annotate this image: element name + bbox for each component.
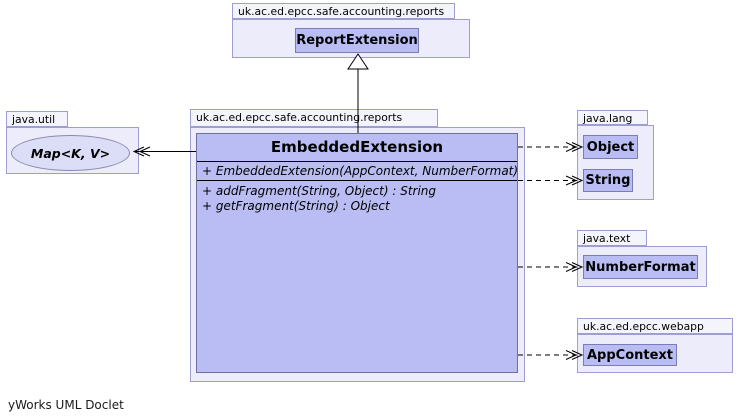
edge-dependency-app-context [518,350,584,360]
package-tab-java-lang[interactable]: java.lang [577,110,648,125]
package-name-label: java.text [583,232,631,245]
interface-map[interactable]: Map<K, V> [11,135,130,171]
package-tab-reports-main[interactable]: uk.ac.ed.epcc.safe.accounting.reports [190,109,438,127]
package-name-label: java.util [12,113,56,126]
class-name-label: NumberFormat [585,259,696,275]
class-name-label: Object [586,139,635,155]
method-row-add-fragment[interactable]: + addFragment(String, Object) : String [202,184,437,198]
class-string[interactable]: String [583,169,633,192]
methods-section: + addFragment(String, Object) : String +… [197,181,517,214]
class-name-label: ReportExtension [296,33,418,48]
package-tab-java-util[interactable]: java.util [6,111,68,127]
package-tab-java-text[interactable]: java.text [577,230,647,246]
package-name-label: uk.ac.ed.epcc.safe.accounting.reports [196,111,403,124]
class-name-label: String [585,173,631,188]
package-tab-reports-top[interactable]: uk.ac.ed.epcc.safe.accounting.reports [232,3,455,19]
package-name-label: java.lang [583,112,633,125]
interface-name-label: Map<K, V> [30,145,111,161]
class-name-label: AppContext [586,347,674,363]
class-embedded-extension[interactable]: EmbeddedExtension + EmbeddedExtension(Ap… [196,133,518,373]
class-app-context[interactable]: AppContext [583,344,677,366]
class-name-label: EmbeddedExtension [197,134,517,162]
class-object[interactable]: Object [583,135,638,159]
class-number-format[interactable]: NumberFormat [583,255,698,279]
edge-dependency-number-format [518,262,584,272]
edge-dependency-string [518,175,584,186]
constructor-row[interactable]: + EmbeddedExtension(AppContext, NumberFo… [197,162,518,181]
edge-dependency-map [132,146,196,157]
package-tab-webapp[interactable]: uk.ac.ed.epcc.webapp [577,318,733,334]
ywork-doclet-watermark: yWorks UML Doclet [8,398,124,412]
edge-dependency-object [518,142,584,152]
package-name-label: uk.ac.ed.epcc.webapp [583,320,704,333]
package-name-label: uk.ac.ed.epcc.safe.accounting.reports [238,5,445,18]
class-report-extension[interactable]: ReportExtension [295,28,419,53]
method-row-get-fragment[interactable]: + getFragment(String) : Object [202,199,390,213]
